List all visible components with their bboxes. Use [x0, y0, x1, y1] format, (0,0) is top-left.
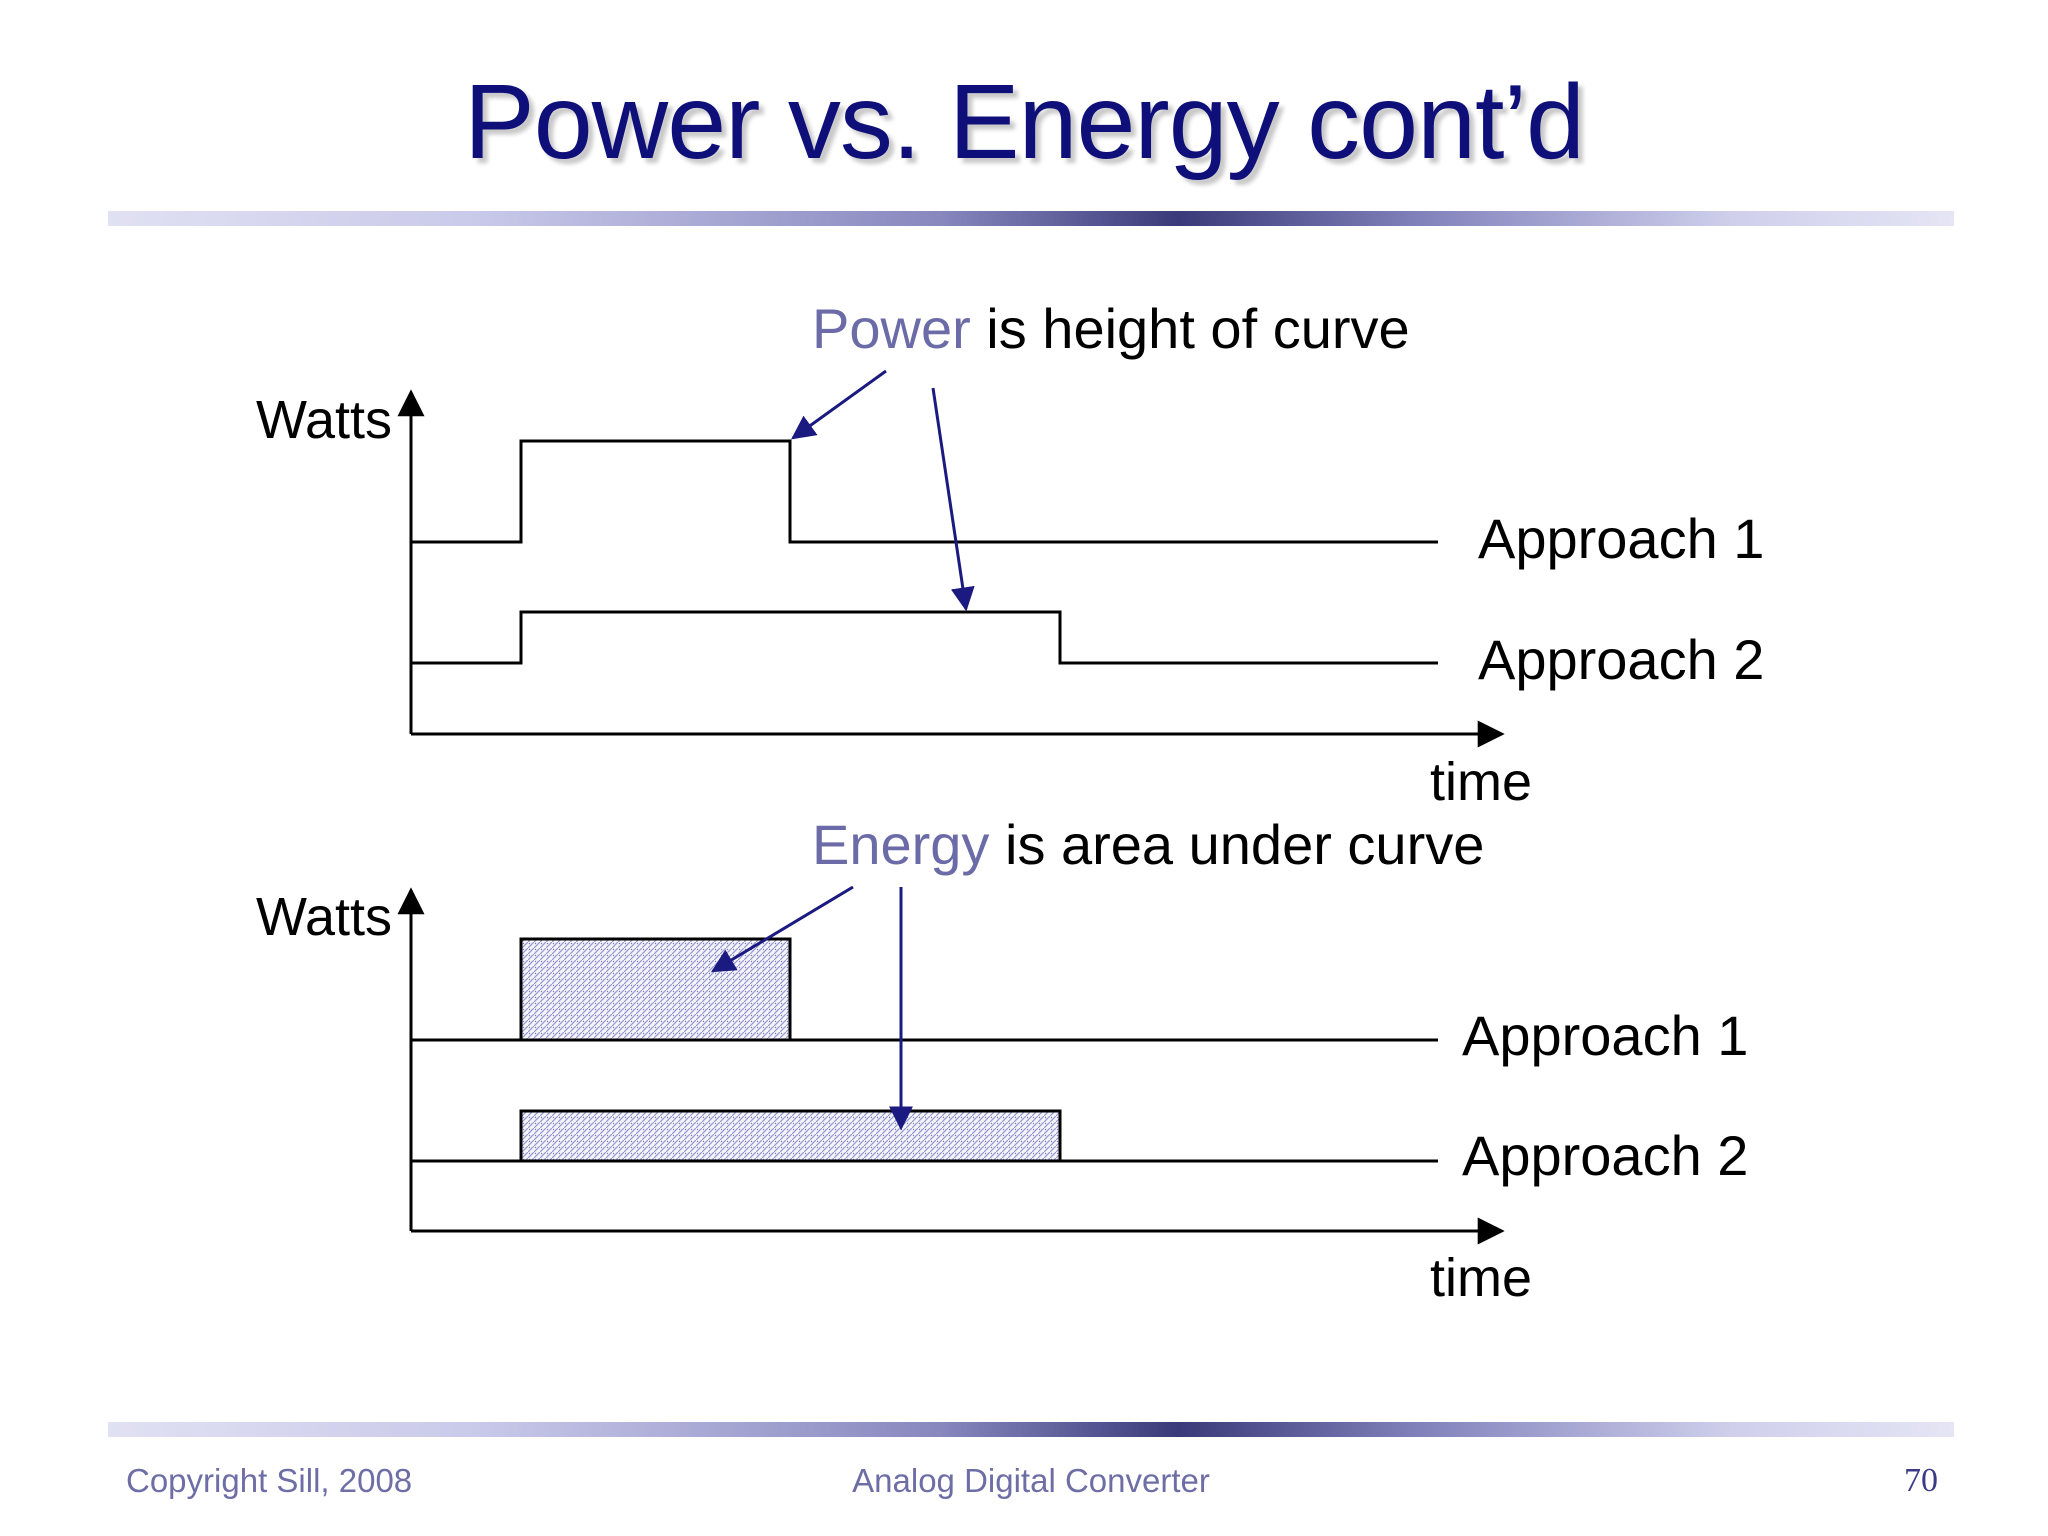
energy-arrow-approach-1 [710, 885, 854, 973]
top-approach-2-curve [411, 610, 1438, 665]
energy-caption: Energy is area under curve [812, 813, 1484, 876]
footer-divider [108, 1422, 1954, 1437]
power-arrow-approach-1 [791, 369, 887, 440]
bottom-approach-2-label: Approach 2 [1462, 1124, 1748, 1187]
slide-title: Power vs. Energy cont’d [464, 63, 1585, 181]
top-approach-1-curve [411, 439, 1438, 544]
power-caption-highlight: Power [812, 297, 971, 360]
top-approach-2-label: Approach 2 [1478, 628, 1764, 691]
energy-caption-highlight: Energy [812, 813, 989, 876]
page-number: 70 [1904, 1462, 1938, 1499]
top-x-axis-label: time [1430, 752, 1532, 812]
energy-caption-rest: is area under curve [989, 813, 1484, 876]
energy-area-approach-1 [519, 937, 792, 1042]
bottom-x-axis-label: time [1430, 1248, 1532, 1308]
top-y-axis-label: Watts [256, 390, 392, 450]
footer-copyright: Copyright Sill, 2008 [126, 1462, 413, 1499]
footer-title: Analog Digital Converter [852, 1462, 1210, 1499]
energy-area-approach-2 [519, 1109, 1062, 1163]
title-divider [108, 211, 1954, 226]
power-arrow-approach-2 [931, 387, 975, 612]
bottom-approach-1-label: Approach 1 [1462, 1004, 1748, 1067]
power-caption-rest: is height of curve [971, 297, 1410, 360]
top-approach-1-label: Approach 1 [1478, 507, 1764, 570]
bottom-y-axis-label: Watts [256, 887, 392, 947]
power-caption: Power is height of curve [812, 297, 1410, 360]
